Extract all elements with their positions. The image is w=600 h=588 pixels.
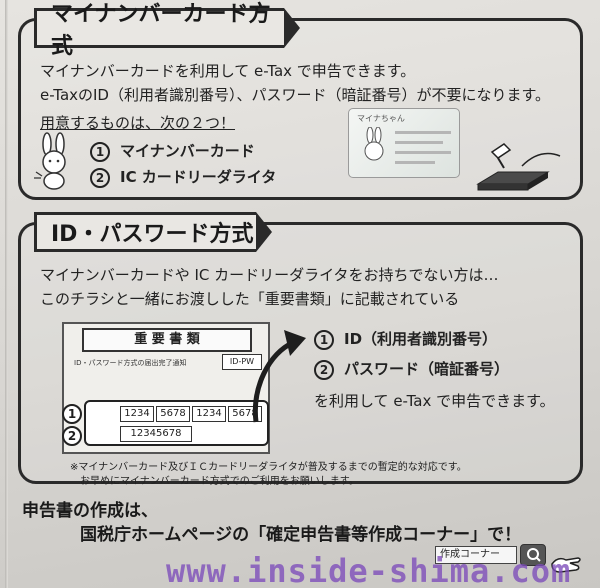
footer-line2: 国税庁ホームページの「確定申告書等作成コーナー」で！ [80,525,522,545]
mynumber-card-image: マイナちゃん [348,108,460,178]
item-label: マイナンバーカード [120,142,255,160]
row1-number-badge: 1 [62,404,82,424]
row2-number-badge: 2 [62,426,82,446]
mynumber-line1: マイナンバーカードを利用して e-Tax で申告できます。 [40,62,416,80]
mynumber-item-2: 2 IC カードリーダライタ [90,166,276,188]
card-mascot-icon [364,127,384,161]
id-password-line1: マイナンバーカードや IC カードリーダライタをお持ちでない方は… [40,266,499,284]
pointing-hand-icon [551,557,581,573]
page-crease [5,0,8,588]
item-label: パスワード（暗証番号） [344,360,510,378]
use-etax-text: を利用して e-Tax で申告できます。 [314,392,555,410]
id-cell: 5678 [156,406,190,422]
footer-line1: 申告書の作成は、 [22,501,158,521]
document-id-tag: ID-PW [222,354,262,370]
item-label: ID（利用者識別番号） [344,330,498,348]
password-cell: 12345678 [120,426,192,442]
card-caption: マイナちゃん [357,114,405,123]
rabbit-mascot-icon [34,132,66,190]
number-badge: 1 [314,330,334,350]
document-fields: 1234 5678 1234 5678 12345678 [84,400,269,446]
note-line1: ※マイナンバーカード及びＩＣカードリーダライタが普及するまでの暫定的な対応です。 [70,462,467,473]
need-label: 用意するものは、次の２つ！ [40,114,236,132]
mynumber-item-1: 1 マイナンバーカード [90,140,255,162]
mynumber-line2: e-TaxのID（利用者識別番号）、パスワード（暗証番号）が不要になります。 [40,86,550,104]
important-document-image: 重 要 書 類 ID・パスワード方式の届出完了通知 ID-PW 1234 567… [62,322,270,454]
document-heading: 重 要 書 類 [82,328,252,352]
card-reader-icon [476,143,561,191]
id-item-1: 1 ID（利用者識別番号） [314,328,497,350]
id-cell: 1234 [120,406,154,422]
id-cell: 1234 [192,406,226,422]
item-label: IC カードリーダライタ [120,168,277,186]
id-password-line2: このチラシと一緒にお渡しした「重要書類」に記載されている [40,290,460,308]
mynumber-section-box [18,18,583,200]
number-badge: 1 [90,142,110,162]
number-badge: 2 [90,168,110,188]
id-item-2: 2 パスワード（暗証番号） [314,358,509,380]
mynumber-section-title: マイナンバーカード方式 [34,2,300,59]
id-password-section-title: ID・パスワード方式 [34,212,272,252]
number-badge: 2 [314,360,334,380]
search-button-image [520,544,546,566]
note-line2: お早めにマイナンバーカード方式でのご利用をお願いします。 [80,476,359,487]
search-input-image: 作成コーナー [435,546,517,564]
magnifier-icon [527,548,541,562]
watermark-text: www.inside-shima.com [166,552,572,588]
document-note: ID・パスワード方式の届出完了通知 [74,359,187,367]
curved-arrow-icon [252,330,306,423]
